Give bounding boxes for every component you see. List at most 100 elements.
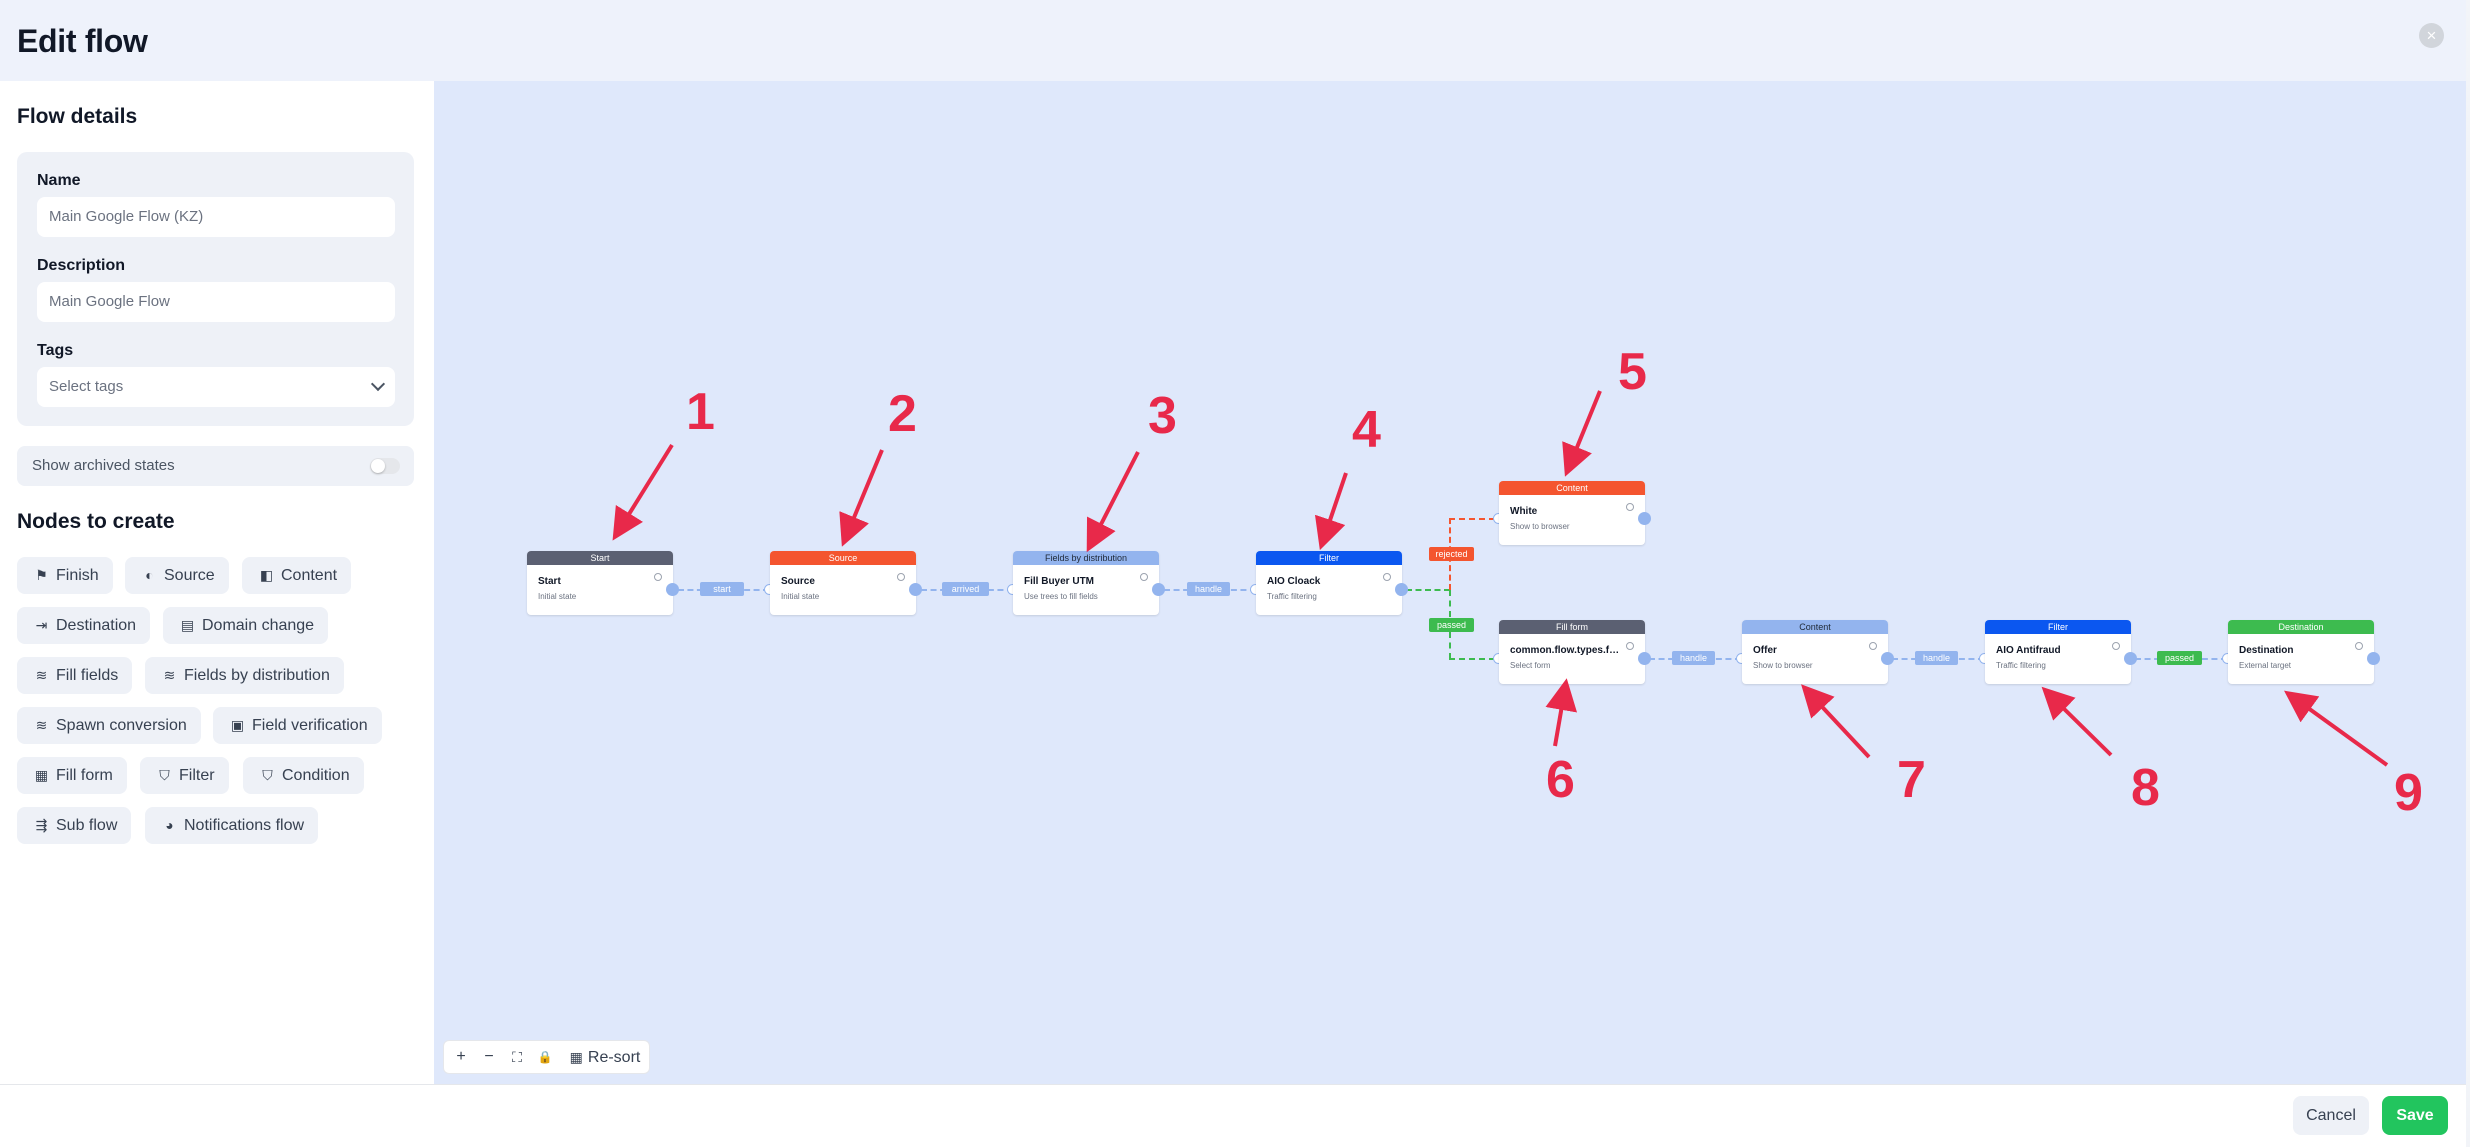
gear-icon[interactable] xyxy=(654,573,662,581)
flow-node-destination[interactable]: Destination Destination External target xyxy=(2228,620,2374,684)
gear-icon[interactable] xyxy=(2355,642,2363,650)
flow-node-fill-form[interactable]: Fill form common.flow.types.fill_form Se… xyxy=(1499,620,1645,684)
node-subtitle: External target xyxy=(2239,661,2292,670)
annotation-arrow-6 xyxy=(1545,678,1578,747)
node-output-handle[interactable] xyxy=(2367,652,2380,665)
tags-select[interactable]: Select tags xyxy=(37,367,395,407)
flow-node-source[interactable]: Source Source Initial state xyxy=(770,551,916,615)
node-subtitle: Select form xyxy=(1510,661,1551,670)
node-chip-finish[interactable]: ⚑Finish xyxy=(17,557,113,594)
node-chip-label: Destination xyxy=(56,617,137,634)
tags-label: Tags xyxy=(37,342,74,359)
gear-icon[interactable] xyxy=(1869,642,1877,650)
flow-node-fill-buyer-utm[interactable]: Fields by distribution Fill Buyer UTM Us… xyxy=(1013,551,1159,615)
annotation-number-8: 8 xyxy=(2131,759,2160,817)
close-icon[interactable]: × xyxy=(2419,23,2444,48)
edge-label-passed-1: passed xyxy=(1429,618,1474,632)
node-chip-fill-fields[interactable]: ≋Fill fields xyxy=(17,657,133,694)
notifications-flow-icon: ◕ xyxy=(165,817,174,833)
node-chip-label: Spawn conversion xyxy=(56,717,187,734)
fit-view-icon[interactable]: ⛶ xyxy=(512,1049,522,1065)
node-chip-label: Fields by distribution xyxy=(184,667,330,684)
save-button[interactable]: Save xyxy=(2382,1096,2448,1135)
node-output-handle[interactable] xyxy=(1152,583,1165,596)
gear-icon[interactable] xyxy=(1383,573,1391,581)
node-chip-domain-change[interactable]: ▤ Domain change xyxy=(163,607,329,644)
node-output-handle[interactable] xyxy=(1881,652,1894,665)
node-output-handle[interactable] xyxy=(2124,652,2137,665)
gear-icon[interactable] xyxy=(2112,642,2120,650)
annotation-number-3: 3 xyxy=(1148,387,1177,445)
node-chip-fill-form[interactable]: ▦Fill form xyxy=(17,757,127,794)
gear-icon[interactable] xyxy=(1626,642,1634,650)
annotation-arrow-5 xyxy=(1562,390,1602,477)
node-chip-label: Source xyxy=(164,567,215,584)
description-label: Description xyxy=(37,257,126,274)
node-header: Content xyxy=(1499,481,1645,495)
edge-rejected xyxy=(1449,518,1495,520)
node-chip-spawn-conversion[interactable]: ≋Spawn conversion xyxy=(17,707,201,744)
edge-label-handle-1: handle xyxy=(1187,582,1230,596)
node-chip-condition[interactable]: ⛉Condition xyxy=(243,757,364,794)
node-output-handle[interactable] xyxy=(1638,652,1651,665)
gear-icon[interactable] xyxy=(1140,573,1148,581)
node-chip-label: Sub flow xyxy=(56,817,118,834)
node-chip-fields-by-distribution[interactable]: ≋ Fields by distribution xyxy=(145,657,344,694)
edge-label-rejected: rejected xyxy=(1429,547,1474,561)
resort-button[interactable]: ▦Re-sort xyxy=(562,1041,648,1073)
nodes-to-create-title: Nodes to create xyxy=(17,510,175,533)
zoom-in-button[interactable]: + xyxy=(456,1048,466,1065)
node-chip-label: Fill form xyxy=(56,767,113,784)
node-subtitle: Use trees to fill fields xyxy=(1024,592,1098,601)
gear-icon[interactable] xyxy=(897,573,905,581)
description-field[interactable]: Main Google Flow xyxy=(37,282,395,322)
edge-label-passed-2: passed xyxy=(2157,651,2202,665)
fields-by-distribution-icon: ≋ xyxy=(163,667,176,683)
flow-node-aio-antifraud[interactable]: Filter AIO Antifraud Traffic filtering xyxy=(1985,620,2131,684)
node-chip-sub-flow[interactable]: ⇶ Sub flow xyxy=(17,807,132,844)
node-subtitle: Initial state xyxy=(538,592,577,601)
annotation-number-7: 7 xyxy=(1897,751,1926,809)
node-subtitle: Show to browser xyxy=(1510,522,1570,531)
node-chip-label: Notifications flow xyxy=(184,817,305,834)
node-subtitle: Traffic filtering xyxy=(1996,661,2046,670)
node-chip-field-verification[interactable]: ▣Field verification xyxy=(213,707,382,744)
name-field[interactable]: Main Google Flow (KZ) xyxy=(37,197,395,237)
annotation-number-9: 9 xyxy=(2394,764,2423,822)
node-chip-filter[interactable]: ⛉Filter xyxy=(140,757,229,794)
flow-node-offer[interactable]: Content Offer Show to browser xyxy=(1742,620,1888,684)
node-chip-label: Domain change xyxy=(202,617,315,634)
lock-icon[interactable]: 🔒 xyxy=(537,1050,553,1064)
show-archived-toggle[interactable] xyxy=(370,458,400,474)
annotation-arrow-3 xyxy=(1086,451,1140,553)
node-output-handle[interactable] xyxy=(1395,583,1408,596)
edge-passed-1 xyxy=(1449,658,1495,660)
node-header: Filter xyxy=(1256,551,1402,565)
node-output-handle[interactable] xyxy=(666,583,679,596)
flow-node-white[interactable]: Content White Show to browser xyxy=(1499,481,1645,545)
flow-node-start[interactable]: Start Start Initial state xyxy=(527,551,673,615)
node-subtitle: Traffic filtering xyxy=(1267,592,1317,601)
domain-change-icon: ▤ xyxy=(180,617,195,633)
cancel-button[interactable]: Cancel xyxy=(2293,1096,2369,1135)
zoom-out-button[interactable]: − xyxy=(484,1048,494,1065)
node-output-handle[interactable] xyxy=(1638,512,1651,525)
node-chip-label: Condition xyxy=(282,767,350,784)
edge-label-handle-2: handle xyxy=(1672,651,1715,665)
node-chip-notifications-flow[interactable]: ◕ Notifications flow xyxy=(145,807,319,844)
node-header: Filter xyxy=(1985,620,2131,634)
node-subtitle: Show to browser xyxy=(1753,661,1813,670)
node-chip-destination[interactable]: ⇥Destination xyxy=(17,607,151,644)
sub-flow-icon: ⇶ xyxy=(35,817,48,833)
annotation-arrow-4 xyxy=(1314,472,1348,551)
annotation-arrow-2 xyxy=(839,449,884,547)
flow-node-aio-cloack[interactable]: Filter AIO Cloack Traffic filtering xyxy=(1256,551,1402,615)
edge-label-arrived: arrived xyxy=(942,582,989,596)
annotation-number-1: 1 xyxy=(686,383,715,441)
node-chip-content[interactable]: ◧Content xyxy=(242,557,352,594)
gear-icon[interactable] xyxy=(1626,503,1634,511)
node-chip-source[interactable]: ◐Source xyxy=(125,557,229,594)
node-output-handle[interactable] xyxy=(909,583,922,596)
canvas-controls: + − ⛶ 🔒 ▦Re-sort xyxy=(443,1040,650,1074)
